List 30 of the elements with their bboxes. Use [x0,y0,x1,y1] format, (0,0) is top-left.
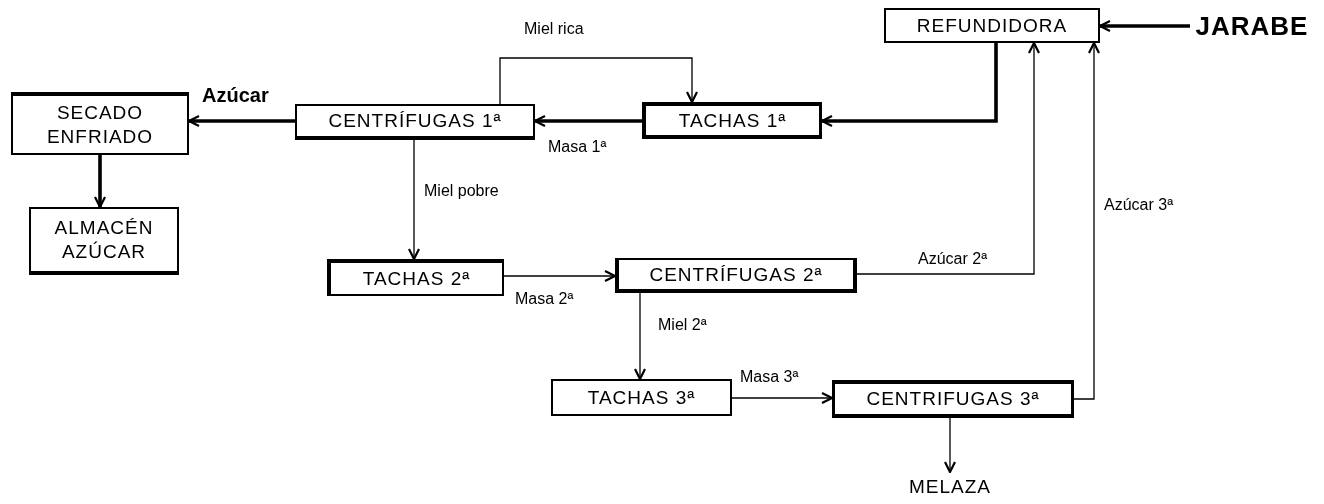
box-label: SECADO ENFRIADO [45,100,155,149]
box-label: REFUNDIDORA [916,13,1068,38]
process-box [832,380,1074,418]
arrow [633,292,647,381]
arrow [1073,41,1101,400]
output-label: MELAZA [909,475,991,499]
process-box [295,104,535,140]
process-box [884,8,1100,43]
arrow [499,57,699,105]
arrow [731,391,834,405]
arrow [943,417,957,474]
process-box [29,207,179,275]
edge-label: Miel pobre [422,182,501,200]
process-box [327,259,504,296]
box-label: CENTRÍFUGAS 1ª [328,109,502,133]
input-label: JARABE [1195,9,1309,43]
arrow [503,269,617,283]
box-label: TACHAS 3ª [587,385,696,410]
process-box [615,258,857,293]
box-label: CENTRIFUGAS 3ª [866,387,1040,411]
process-box [642,102,822,139]
arrow [856,41,1041,275]
process-box [11,92,189,155]
box-label: CENTRÍFUGAS 2ª [649,262,823,287]
box-label: ALMACÉN AZÚCAR [53,216,155,264]
arrow [93,155,107,209]
arrow [407,139,421,261]
box-label: TACHAS 1ª [678,108,787,133]
box-label: TACHAS 2ª [362,266,471,291]
process-box [551,379,732,416]
